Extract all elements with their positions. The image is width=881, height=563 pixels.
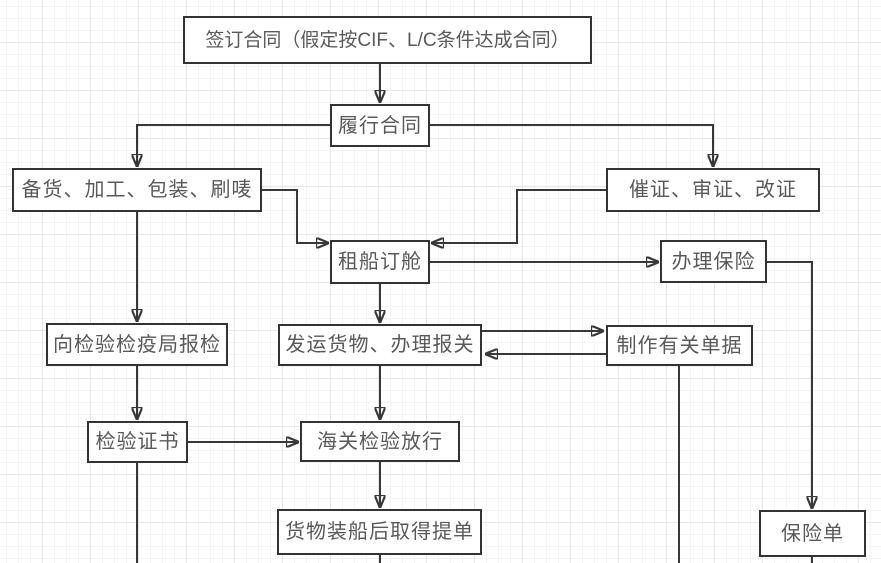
connector-urge-lc-to-charter-ship	[432, 189, 606, 243]
node-make-documents[interactable]: 制作有关单据	[606, 325, 753, 366]
node-label: 催证、审证、改证	[629, 179, 797, 201]
node-label: 保险单	[781, 522, 844, 545]
node-inspection-cert[interactable]: 检验证书	[87, 421, 188, 463]
node-arrange-insurance[interactable]: 办理保险	[660, 240, 767, 283]
node-label: 租船订舱	[338, 251, 422, 273]
connector-perform-contract-to-prepare-goods	[137, 124, 330, 166]
node-sign-contract[interactable]: 签订合同（假定按CIF、L/C条件达成合同）	[183, 16, 592, 64]
node-label: 备货、加工、包装、刷唛	[21, 179, 253, 201]
node-label: 办理保险	[671, 250, 756, 273]
node-label: 发运货物、办理报关	[285, 334, 475, 356]
node-label: 履行合同	[338, 114, 422, 137]
node-label: 制作有关单据	[616, 334, 743, 357]
node-ship-goods[interactable]: 发运货物、办理报关	[278, 324, 482, 366]
node-inspection-report[interactable]: 向检验检疫局报检	[46, 323, 228, 366]
node-insurance-policy[interactable]: 保险单	[759, 510, 866, 557]
node-label: 检验证书	[95, 431, 180, 453]
node-label: 向检验检疫局报检	[53, 333, 221, 356]
node-prepare-goods[interactable]: 备货、加工、包装、刷唛	[12, 168, 262, 212]
node-customs-release[interactable]: 海关检验放行	[300, 421, 460, 462]
node-charter-ship[interactable]: 租船订舱	[330, 240, 430, 284]
connector-perform-contract-to-urge-lc	[430, 124, 713, 166]
connector-arrange-insurance-to-insurance-policy	[767, 261, 812, 508]
node-label: 货物装船后取得提单	[285, 521, 474, 543]
node-label: 签订合同（假定按CIF、L/C条件达成合同）	[205, 29, 570, 51]
node-label: 海关检验放行	[317, 430, 443, 453]
connector-prepare-goods-to-charter-ship	[262, 189, 328, 243]
node-perform-contract[interactable]: 履行合同	[330, 104, 430, 147]
node-bill-of-lading[interactable]: 货物装船后取得提单	[277, 509, 482, 555]
node-urge-lc[interactable]: 催证、审证、改证	[606, 168, 820, 212]
